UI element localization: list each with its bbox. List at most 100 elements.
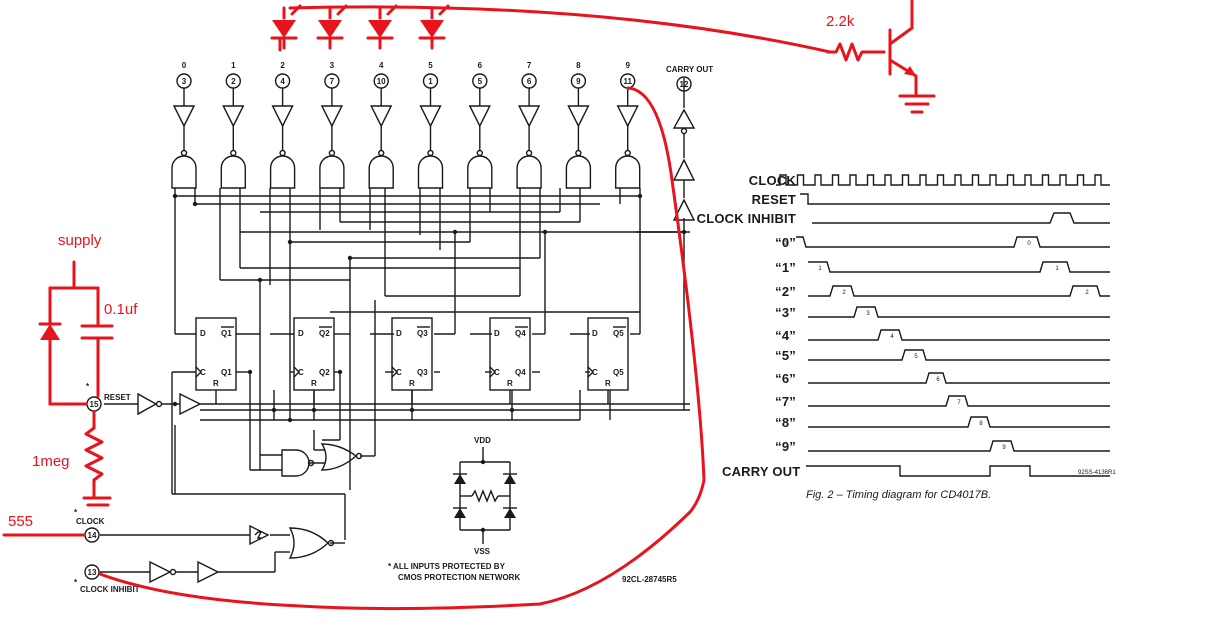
schematic-junctions — [172, 193, 687, 533]
output-buffer-triangle — [370, 105, 393, 128]
output-pin-number: 1 — [428, 77, 433, 86]
timing-signal-label: “3” — [775, 305, 796, 320]
output-buffer-triangle — [222, 105, 245, 128]
timing-waveform — [800, 193, 1110, 205]
reset-buffer-1 — [137, 392, 158, 416]
timing-row-9: “6”6 — [775, 371, 1110, 386]
timing-waveform — [812, 212, 1110, 224]
output-index-label: 6 — [478, 61, 483, 70]
timing-waveform — [806, 465, 1110, 477]
timing-code: 92SS-4136R1 — [1078, 470, 1116, 476]
flipflop-c-label: C — [298, 368, 304, 377]
pulse-number-label: 1 — [1055, 266, 1059, 272]
timing-row-7: “4”4 — [775, 328, 1110, 343]
output-index-label: 1 — [231, 61, 236, 70]
clock-inhibit-label: CLOCK INHIBIT — [80, 585, 140, 594]
clock-input: * CLOCK 14 — [74, 508, 335, 559]
vdd-label: VDD — [474, 436, 491, 445]
output-pin-number: 5 — [478, 77, 483, 86]
timing-signal-label: CLOCK — [749, 173, 797, 188]
timing-signal-label: “0” — [775, 235, 796, 250]
nand-gate-0 — [171, 149, 197, 189]
clock-star: * — [74, 508, 78, 517]
flipflop-d-label: D — [494, 329, 500, 338]
clock-source-label: 555 — [8, 513, 33, 530]
carry-out-pin: 12 — [680, 80, 689, 89]
pulse-number-label: 0 — [783, 241, 787, 247]
timing-waveform — [808, 395, 1110, 407]
output-pin-number: 9 — [576, 77, 581, 86]
timing-row-13: CARRY OUT — [722, 464, 1110, 479]
flipflop-r-label: R — [507, 379, 513, 388]
decoder-output-6: 65 — [468, 61, 491, 150]
output-pin-number: 3 — [182, 77, 187, 86]
inhibit-buffer-1 — [149, 560, 172, 584]
output-buffer-triangle — [567, 105, 590, 128]
timing-waveform — [808, 349, 1110, 361]
supply-label: supply — [58, 232, 102, 249]
timing-row-2: CLOCK INHIBIT — [697, 211, 1110, 226]
timing-waveform — [808, 261, 1110, 273]
timing-signal-label: CARRY OUT — [722, 464, 800, 479]
protection-note-line1: * ALL INPUTS PROTECTED BY — [388, 562, 506, 571]
decoder-output-9: 911 — [616, 61, 639, 150]
led-1 — [270, 4, 302, 50]
clock-inhibit-star: * — [74, 578, 78, 587]
pulse-number-label: 3 — [866, 311, 870, 317]
output-index-label: 8 — [576, 61, 581, 70]
flipflop-d-label: D — [592, 329, 598, 338]
flipflop-d-label: D — [396, 329, 402, 338]
nand-gate-2 — [269, 149, 296, 189]
decoder-output-2: 24 — [271, 61, 294, 150]
timing-waveform — [796, 236, 1110, 248]
flipflop-q-label: Q3 — [417, 368, 428, 377]
decoder-output-7: 76 — [517, 61, 541, 150]
cap-label: 0.1uf — [104, 301, 138, 318]
flipflop-c-label: C — [200, 368, 206, 377]
led-row — [270, 4, 450, 50]
output-buffer-triangle — [419, 105, 442, 128]
decoder-output-0: 03 — [172, 61, 196, 150]
decoder-nand-row — [171, 149, 641, 189]
timing-signal-label: “9” — [775, 439, 796, 454]
carry-out-label: CARRY OUT — [666, 65, 713, 74]
led-2 — [316, 4, 348, 50]
timing-signal-label: CLOCK INHIBIT — [697, 211, 796, 226]
flipflop-q-label: Q4 — [515, 368, 526, 377]
pulse-number-label: 9 — [1002, 445, 1006, 451]
clock-label: CLOCK — [76, 517, 105, 526]
timing-row-10: “7”7 — [775, 394, 1110, 409]
timing-row-1: RESET — [752, 192, 1110, 207]
inhibit-buffer-2 — [197, 560, 220, 584]
output-index-label: 4 — [379, 61, 384, 70]
pulse-number-label: 7 — [957, 400, 961, 406]
reset-label: RESET — [104, 393, 131, 402]
flipflop-q-label: Q5 — [613, 368, 624, 377]
flipflop-r-label: R — [605, 379, 611, 388]
output-buffer-triangle — [172, 105, 196, 128]
timing-row-8: “5”5 — [775, 348, 1110, 363]
gating-nand-pair — [281, 443, 363, 477]
nand-gate-7 — [516, 149, 542, 189]
schematic-code: 92CL-28745R5 — [622, 575, 677, 584]
timing-signal-label: “4” — [775, 328, 796, 343]
schematic-wiring — [100, 78, 690, 573]
nand-gate-3 — [319, 149, 345, 189]
output-pin-number: 7 — [330, 77, 335, 86]
output-index-label: 9 — [625, 61, 630, 70]
flipflop-qbar-label: Q4 — [515, 329, 526, 338]
pulse-number-label: 1 — [818, 266, 822, 272]
resistor-label: 1meg — [32, 453, 70, 470]
clock-inhibit-pin: 13 — [88, 568, 97, 577]
timing-row-0: CLOCK — [749, 173, 1110, 188]
nand-gate-9 — [615, 149, 641, 189]
decoder-output-3: 37 — [320, 61, 344, 150]
nand-gate-4 — [368, 149, 394, 189]
decoder-output-4: 410 — [370, 61, 393, 150]
led-3 — [366, 4, 398, 50]
